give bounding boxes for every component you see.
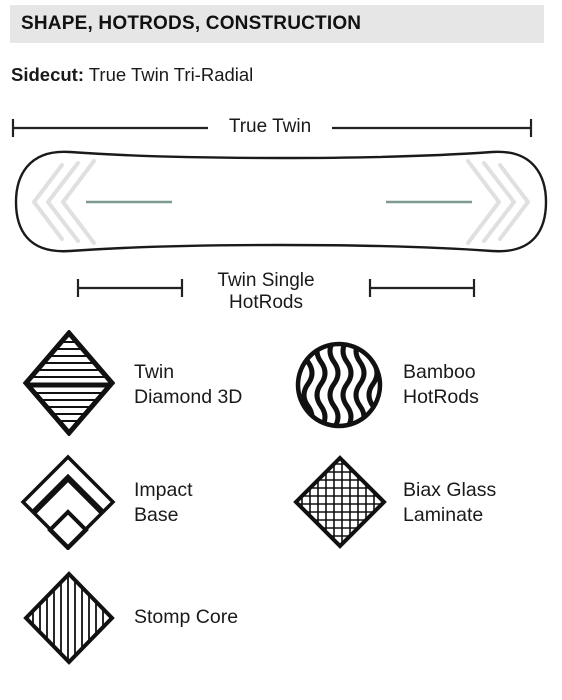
hotrods-label-line2: HotRods (229, 292, 303, 313)
bamboo-circle-icon (295, 341, 383, 429)
diamond-vertical-lines-icon (23, 571, 115, 665)
legend-label-bamboo-hotrods: Bamboo HotRods (403, 360, 479, 410)
legend-line2: HotRods (403, 386, 479, 408)
hotrods-label: Twin Single HotRods (196, 270, 336, 314)
legend-line2: Laminate (403, 504, 484, 526)
diamond-horizontal-lines-icon (22, 330, 116, 436)
chevron-diamond-icon (20, 454, 116, 550)
right-tip-chevrons (466, 159, 531, 245)
sidecut-label: Sidecut: (11, 64, 84, 85)
section-title: SHAPE, HOTRODS, CONSTRUCTION (21, 13, 362, 34)
legend-line1: Twin (134, 361, 175, 383)
right-hotrod-dimension (368, 279, 476, 297)
hotrods-label-line1: Twin Single (217, 270, 315, 291)
legend-line1: Stomp Core (134, 606, 239, 628)
legend-line2: Diamond 3D (134, 386, 243, 408)
left-hotrod-dimension (76, 279, 184, 297)
true-twin-label: True Twin (208, 116, 332, 138)
legend-label-biax-glass: Biax Glass Laminate (403, 478, 496, 528)
crosshatch-diamond-icon (293, 455, 387, 549)
legend-label-twin-diamond: Twin Diamond 3D (134, 360, 242, 410)
legend-line1: Biax Glass (403, 479, 497, 501)
legend-line1: Impact (134, 479, 193, 501)
snowboard-outline (14, 150, 548, 253)
section-header: SHAPE, HOTRODS, CONSTRUCTION (10, 5, 544, 43)
legend-line2: Base (134, 504, 179, 526)
legend-label-stomp-core: Stomp Core (134, 605, 238, 630)
legend-label-impact-base: Impact Base (134, 478, 193, 528)
sidecut-value: True Twin Tri-Radial (88, 64, 254, 85)
sidecut-line: Sidecut: True Twin Tri-Radial (11, 64, 253, 86)
board-diagram (11, 119, 548, 297)
left-tip-chevrons (31, 159, 96, 245)
legend-line1: Bamboo (403, 361, 476, 383)
